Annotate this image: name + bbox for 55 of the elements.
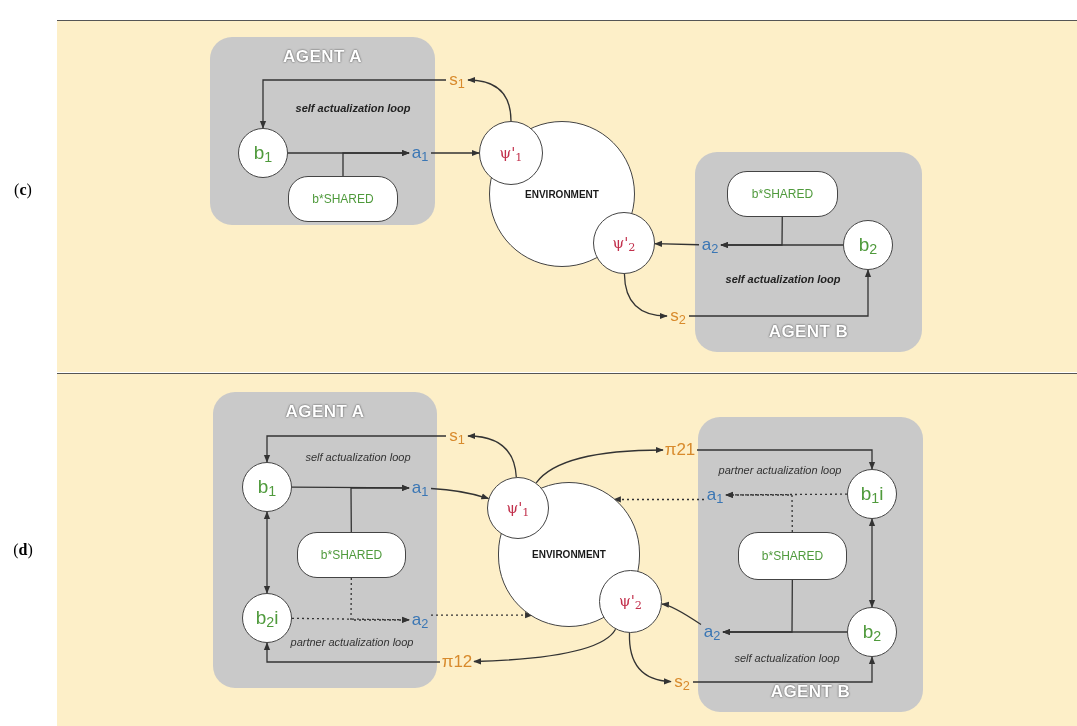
- arrow: [342, 149, 410, 177]
- agent-panel: [210, 37, 435, 225]
- arrow: [722, 579, 793, 636]
- panel-label: (c): [14, 180, 32, 201]
- arrow: [263, 435, 447, 463]
- variable-label: a$_{2}$: [409, 609, 431, 631]
- agent-panel: [698, 417, 923, 712]
- variable-label: s$_{1}$: [446, 425, 468, 447]
- rounded-box: b*SHARED: [727, 171, 838, 217]
- arrow: [661, 602, 702, 626]
- loop-label: self actualization loop: [725, 271, 841, 287]
- arrow: [259, 79, 447, 129]
- arrow: [430, 149, 480, 157]
- variable-label: π21: [663, 439, 697, 461]
- arrow: [613, 496, 705, 503]
- arrow: [688, 269, 872, 317]
- variable-label: s$_{2}$: [671, 671, 693, 693]
- rounded-box: b*SHARED: [297, 532, 406, 578]
- variable-label: a$_{1}$: [704, 484, 726, 506]
- loop-label: partner actualization loop: [290, 634, 414, 650]
- arrow: [350, 484, 410, 533]
- arrow: [692, 656, 876, 683]
- agent-heading: AGENT B: [770, 680, 851, 703]
- panel-label: (d): [13, 540, 33, 561]
- arrow: [720, 216, 783, 249]
- variable-label: s$_{2}$: [667, 305, 689, 327]
- variable-label: s$_{1}$: [446, 69, 468, 91]
- agent-panel: [695, 152, 922, 352]
- loop-label: partner actualization loop: [718, 462, 842, 478]
- arrow: [350, 577, 410, 624]
- arrow: [628, 632, 672, 685]
- loop-label: self actualization loop: [305, 449, 411, 465]
- variable-label: π12: [440, 651, 474, 673]
- agent-heading: AGENT B: [768, 320, 849, 343]
- agent-heading: AGENT A: [283, 46, 362, 68]
- arrow: [868, 518, 876, 608]
- arrow: [467, 433, 517, 478]
- arrow: [473, 628, 617, 665]
- variable-label: a$_{2}$: [699, 234, 721, 256]
- arrow: [467, 77, 512, 122]
- arrow: [263, 511, 271, 594]
- rounded-box: b*SHARED: [288, 176, 398, 222]
- arrow: [696, 449, 876, 470]
- variable-label: a$_{1}$: [409, 142, 431, 164]
- variable-label: a$_{2}$: [701, 621, 723, 643]
- variable-label: a$_{1}$: [409, 477, 431, 499]
- arrow: [725, 491, 793, 533]
- rounded-box: b*SHARED: [738, 532, 847, 580]
- loop-label: self actualization loop: [734, 650, 840, 666]
- arrow: [623, 273, 668, 319]
- agent-panel: [213, 392, 437, 688]
- arrow: [535, 447, 664, 484]
- arrow: [430, 612, 533, 619]
- arrow: [654, 240, 700, 247]
- loop-label: self actualization loop: [295, 100, 411, 116]
